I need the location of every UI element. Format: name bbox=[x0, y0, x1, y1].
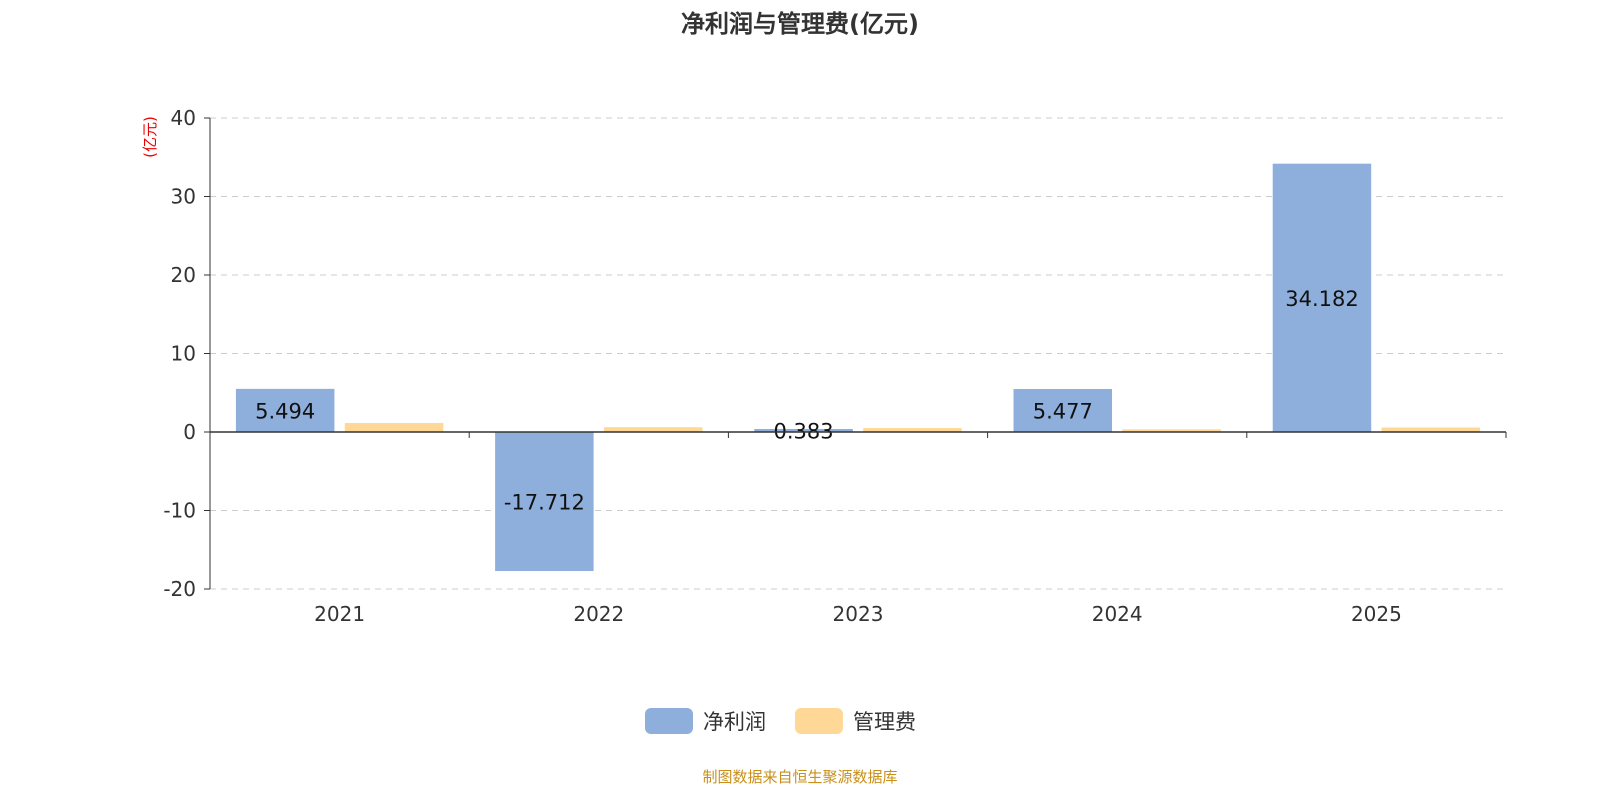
y-tick-label: 40 bbox=[171, 106, 196, 130]
x-tick-label: 2022 bbox=[573, 602, 624, 626]
y-tick-label: 30 bbox=[171, 185, 196, 209]
bar-net-profit-2024[interactable] bbox=[1013, 389, 1113, 432]
bar-net-profit-2022[interactable] bbox=[495, 432, 594, 572]
x-tick-label: 2024 bbox=[1092, 602, 1143, 626]
bar-admin-expense-2024[interactable] bbox=[1122, 429, 1221, 432]
chart-title: 净利润与管理费(亿元) bbox=[681, 10, 919, 38]
x-tick-label: 2025 bbox=[1351, 602, 1402, 626]
legend-item-net-profit[interactable]: 净利润 bbox=[645, 708, 766, 734]
bar-admin-expense-2021[interactable] bbox=[344, 422, 444, 432]
legend-label: 管理费 bbox=[853, 710, 916, 734]
y-tick-label: 0 bbox=[183, 420, 196, 444]
bar-net-profit-2025[interactable] bbox=[1272, 163, 1372, 432]
legend-swatch bbox=[645, 708, 693, 734]
source-footer: 制图数据来自恒生聚源数据库 bbox=[702, 768, 897, 786]
legend-item-admin-expense[interactable]: 管理费 bbox=[795, 708, 916, 734]
legend-swatch bbox=[795, 708, 843, 734]
bar-net-profit-2021[interactable] bbox=[235, 388, 335, 432]
y-tick-label: -10 bbox=[163, 499, 196, 523]
bar-data-label: 34.182 bbox=[1285, 287, 1358, 311]
bar-data-label: 5.494 bbox=[255, 399, 315, 423]
bar-net-profit-2023[interactable] bbox=[754, 428, 853, 432]
x-tick-label: 2021 bbox=[314, 602, 365, 626]
legend-label: 净利润 bbox=[703, 710, 766, 734]
y-tick-label: -20 bbox=[163, 577, 196, 601]
bar-admin-expense-2022[interactable] bbox=[603, 427, 703, 432]
y-tick-label: 10 bbox=[171, 342, 196, 366]
bar-data-label: -17.712 bbox=[504, 491, 585, 515]
y-axis-unit: (亿元) bbox=[141, 116, 159, 158]
bar-admin-expense-2025[interactable] bbox=[1381, 427, 1481, 432]
x-tick-label: 2023 bbox=[833, 602, 884, 626]
y-tick-label: 20 bbox=[171, 263, 196, 287]
bar-admin-expense-2023[interactable] bbox=[863, 428, 962, 432]
bar-data-label: 5.477 bbox=[1033, 400, 1093, 424]
